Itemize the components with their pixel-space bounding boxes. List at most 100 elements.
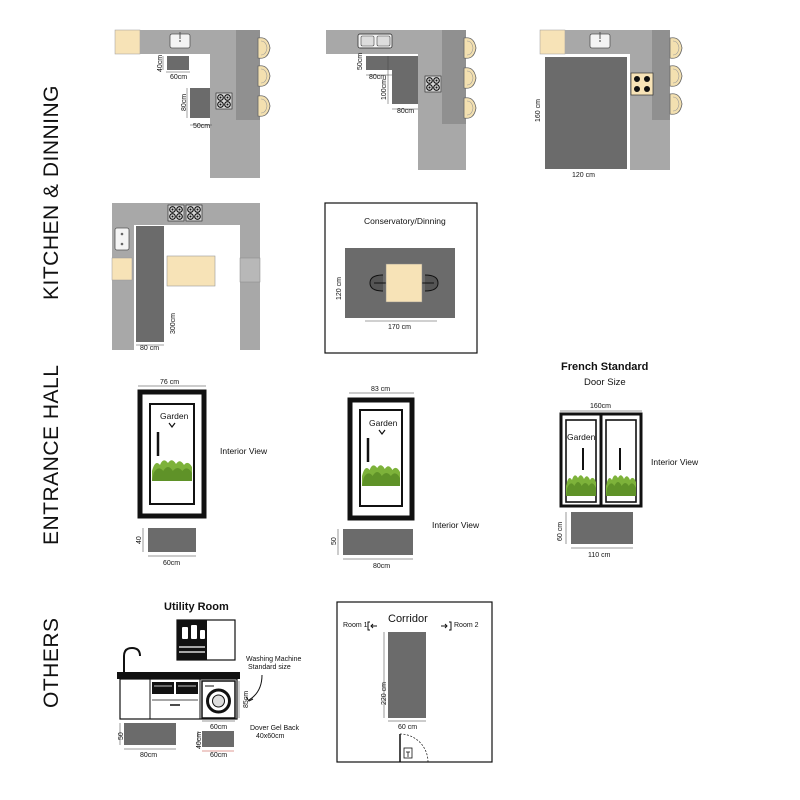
runner-rug xyxy=(388,632,426,718)
double-sink-icon xyxy=(357,33,393,49)
utility-worktop xyxy=(117,672,240,679)
dover-h: 40cm xyxy=(196,732,203,749)
door3-mat-w: 110 cm xyxy=(588,552,611,559)
door2-width: 83 cm xyxy=(371,386,390,393)
chair-icon xyxy=(369,274,386,292)
door-arrow-icon xyxy=(441,621,452,631)
kitchen-plan-3: 160 cm 120 cm xyxy=(535,29,683,179)
wm-label-1: Washing Machine xyxy=(246,656,301,663)
dim-40: 40cm xyxy=(157,55,164,72)
chair-icon xyxy=(463,37,477,59)
chair-icon xyxy=(669,37,683,59)
chair-icon xyxy=(463,67,477,89)
door-arrow-icon xyxy=(367,621,377,631)
door3-garden: Garden xyxy=(567,432,596,442)
hedge-image xyxy=(566,475,596,496)
hob-icon xyxy=(424,75,442,93)
door2-mat-h: 50 xyxy=(331,537,338,545)
dim-80-a: 80cm xyxy=(369,74,386,81)
door1-mat-h: 40 xyxy=(136,536,143,544)
section-title-entrance: ENTRANCE HALL xyxy=(40,365,63,545)
hob-icon xyxy=(185,204,203,222)
door-plan-3: French Standard Door Size 160cm Garden I… xyxy=(557,361,699,559)
wm-label-2: Standard size xyxy=(248,664,291,671)
fridge xyxy=(239,257,261,283)
arrow-curve xyxy=(248,674,263,701)
door1-mat-w: 60cm xyxy=(163,560,180,567)
bottle-icon xyxy=(182,625,205,639)
utility-mat-h: 50 xyxy=(118,732,125,740)
worktop-wood xyxy=(111,257,133,281)
dover-label-2: 40x60cm xyxy=(256,733,285,740)
sink-icon xyxy=(589,31,611,49)
utility-room-plan: Utility Room Washing Machine Standard si… xyxy=(117,601,301,759)
corridor-title: Corridor xyxy=(388,613,428,625)
rug-large xyxy=(545,57,627,169)
door3-mat xyxy=(571,512,633,544)
dining-plan: Conservatory/Dinning 120 cm 170 cm xyxy=(324,202,478,354)
chair-icon xyxy=(257,95,271,117)
worktop-wood xyxy=(114,29,141,55)
hedge-image xyxy=(152,460,192,481)
kitchen-island xyxy=(166,255,216,287)
dim-120: 120 cm xyxy=(336,277,343,300)
corridor-plan: Corridor Room 1 Room 2 220 cm 60 cm xyxy=(336,601,493,763)
door3-mat-h: 60 cm xyxy=(557,522,564,541)
utility-mat-w: 80cm xyxy=(140,752,157,759)
room1-label: Room 1 xyxy=(343,622,368,629)
door3-subtitle: Door Size xyxy=(584,377,626,388)
hob-icon xyxy=(167,204,185,222)
utility-title: Utility Room xyxy=(164,601,229,613)
utility-mat xyxy=(124,723,176,745)
door2-view-label: Interior View xyxy=(432,520,480,530)
front-door-swing xyxy=(399,733,429,763)
mat-sink xyxy=(366,56,392,70)
dim-220: 220 cm xyxy=(381,682,388,705)
towel-stack xyxy=(152,682,174,694)
dim-80-b: 80cm xyxy=(397,108,414,115)
dover-w: 60cm xyxy=(210,752,227,759)
dim-120: 120 cm xyxy=(572,172,595,179)
hedge-image xyxy=(606,475,636,496)
dim-50: 50cm xyxy=(357,53,364,70)
chair-icon xyxy=(669,65,683,87)
door-plan-2: 83 cm Garden Interior View 50 80cm xyxy=(331,386,480,570)
dim-300: 300cm xyxy=(170,313,177,334)
chevron-down-icon xyxy=(168,422,176,428)
chair-icon xyxy=(669,93,683,115)
dim-170: 170 cm xyxy=(388,324,411,331)
door1-width: 76 cm xyxy=(160,379,179,386)
dim-80: 80cm xyxy=(181,94,188,111)
breakfast-bar xyxy=(236,30,260,120)
hob-icon xyxy=(215,92,233,110)
chair-icon xyxy=(257,65,271,87)
dim-60: 60 cm xyxy=(398,724,417,731)
section-title-others: OTHERS xyxy=(40,617,63,708)
sink-icon xyxy=(114,227,130,251)
door-plan-1: 76 cm Garden Interior View 40 60cm xyxy=(136,379,268,567)
breakfast-bar xyxy=(652,30,670,120)
door2-mat-w: 80cm xyxy=(373,563,390,570)
dim-50: 50cm xyxy=(193,123,210,130)
door2-garden: Garden xyxy=(369,418,398,428)
hedge-image xyxy=(362,465,400,486)
sink-icon xyxy=(169,31,191,49)
dining-table xyxy=(385,263,423,303)
chair-icon xyxy=(257,37,271,59)
mat-sink xyxy=(167,56,189,70)
room2-label: Room 2 xyxy=(454,622,479,629)
door1-mat xyxy=(148,528,196,552)
door3-width: 160cm xyxy=(590,403,611,410)
door2-mat xyxy=(343,529,413,555)
dining-title: Conservatory/Dinning xyxy=(364,216,446,226)
dover-mat xyxy=(202,731,234,747)
chair-icon xyxy=(463,97,477,119)
kitchen-plan-4: 300cm 80 cm xyxy=(111,203,261,352)
towel-stack xyxy=(176,682,198,694)
chevron-down-icon xyxy=(378,429,386,435)
kitchen-plan-2: 50cm 80cm 100cm 80cm xyxy=(326,30,477,170)
door1-view-label: Interior View xyxy=(220,446,268,456)
dim-85: 85cm xyxy=(243,691,250,708)
dim-160: 160 cm xyxy=(535,99,542,122)
